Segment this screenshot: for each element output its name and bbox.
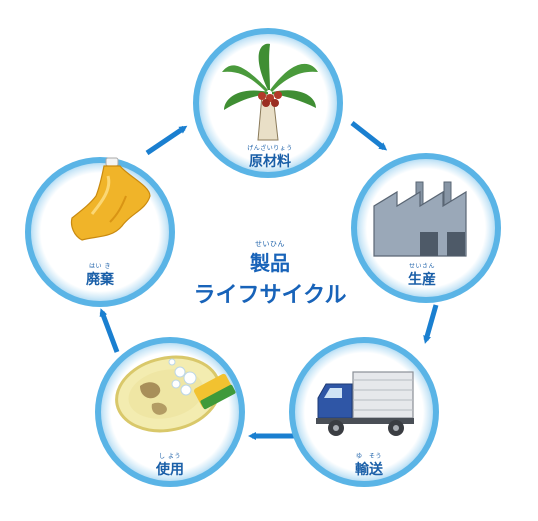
- arrow-disposal-to-raw: [145, 125, 188, 156]
- stage-label: 生産: [408, 271, 436, 288]
- stage-ruby: はい き: [89, 263, 111, 270]
- center-title-sub: ライフサイクル: [194, 283, 347, 308]
- stage-transport: ゆ そう 輸送: [289, 337, 439, 487]
- palm-tree-icon: [222, 43, 318, 141]
- center-title-main: 製品: [250, 251, 290, 275]
- stage-ruby: ゆ そう: [356, 453, 382, 460]
- arrow-raw-to-production: [350, 121, 388, 151]
- dish-washing-icon: [115, 355, 236, 433]
- stage-label: 使用: [155, 461, 184, 478]
- arrow-use-to-disposal: [99, 308, 120, 353]
- truck-icon: [316, 371, 414, 436]
- arrow-production-to-transport: [423, 304, 439, 344]
- stage-label: 輸送: [355, 461, 384, 478]
- stage-ruby: げんざいりょう: [247, 144, 293, 152]
- stage-production: せいさん 生産: [351, 153, 501, 303]
- stage-ruby: せいさん: [409, 263, 435, 270]
- empty-package-icon: [70, 157, 151, 241]
- center-title-ruby: せいひん: [255, 240, 285, 248]
- stage-raw-materials: げんざいりょう 原材料: [193, 28, 343, 178]
- stage-label: 原材料: [249, 153, 291, 170]
- stage-label: 廃棄: [86, 271, 115, 288]
- stage-ruby: し よう: [159, 453, 181, 460]
- factory-icon: [373, 181, 467, 257]
- stage-use: し よう 使用: [95, 337, 245, 487]
- cycle-arrows: [99, 121, 439, 440]
- center-title: せいひん 製品 ライフサイクル: [194, 240, 347, 308]
- stage-disposal: はい き 廃棄: [25, 157, 175, 307]
